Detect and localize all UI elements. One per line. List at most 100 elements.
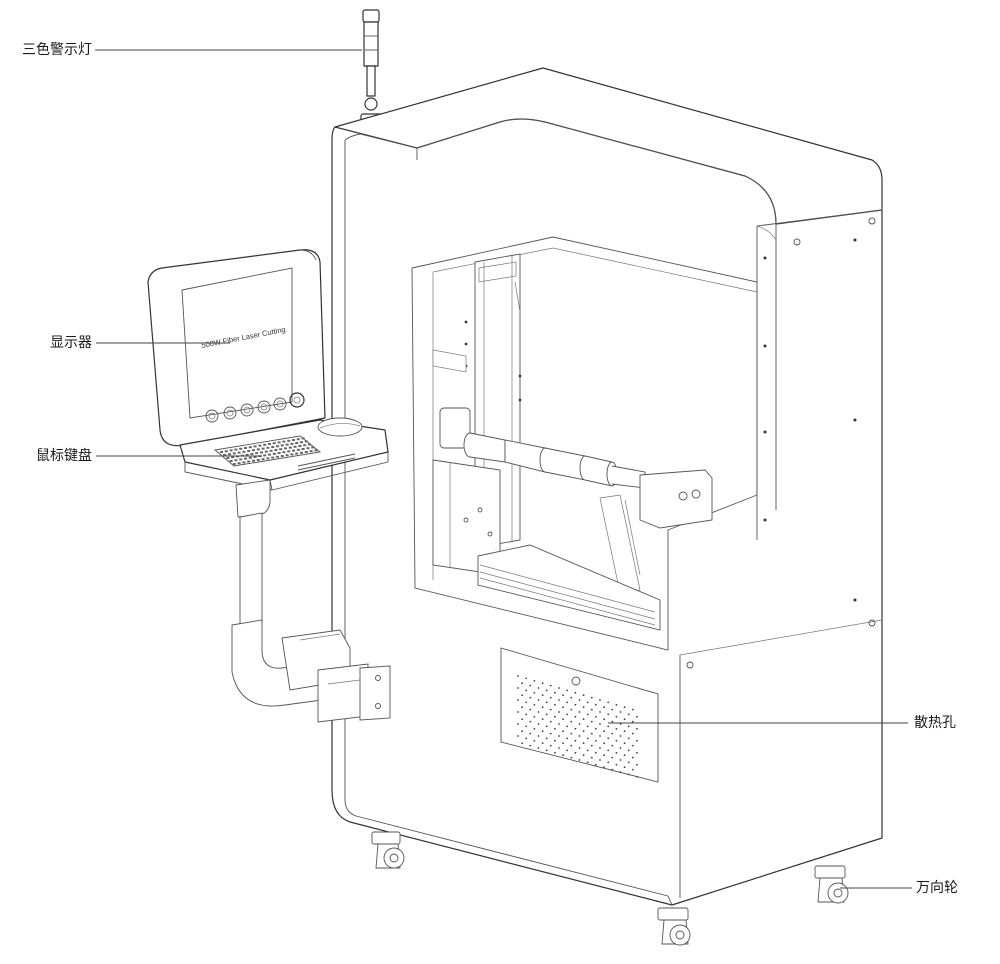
vent-hole [545, 701, 548, 704]
vent-hole [615, 727, 618, 730]
leader-lines [95, 49, 912, 889]
vent-hole [554, 751, 556, 754]
keyboard-key [285, 443, 289, 446]
caster-wheels [371, 831, 849, 946]
vent-hole [541, 706, 544, 709]
vent-hole [537, 747, 540, 749]
vent-hole [623, 766, 626, 769]
vent-hole [611, 708, 614, 711]
vent-hole [619, 735, 622, 737]
keyboard-key [239, 447, 243, 450]
keyboard-key [290, 453, 294, 456]
keyboard-key [248, 446, 252, 449]
keyboard-key [287, 450, 291, 453]
vent-hole [521, 682, 523, 685]
vent-hole [562, 754, 564, 757]
keyboard-key [280, 455, 284, 457]
vent-hole [582, 718, 585, 721]
vent-hole [570, 744, 573, 747]
vent-hole [636, 715, 638, 718]
vent-hole [631, 756, 634, 759]
vent-hole [599, 759, 601, 761]
vent-hole [554, 739, 556, 742]
vent-hole [631, 708, 634, 711]
keyboard-key [228, 453, 231, 456]
vent-hole [554, 715, 556, 718]
keyboard-key [253, 456, 257, 458]
keyboard-key [271, 456, 275, 459]
vent-hole [619, 711, 622, 713]
vent-hole [525, 713, 528, 716]
vent-hole [611, 744, 614, 747]
vent-hole [603, 718, 605, 721]
keyboard-key [296, 448, 300, 451]
keyboard-key [277, 452, 281, 454]
vent-hole [619, 723, 622, 725]
vent-hole [611, 756, 614, 759]
vent-hole [570, 720, 573, 723]
vent-hole [631, 720, 634, 723]
vent-hole [533, 679, 536, 682]
vent-hole [578, 747, 581, 749]
keyboard-key [272, 442, 276, 445]
vent-hole [578, 711, 581, 713]
keyboard-key [300, 441, 303, 444]
vent-hole [558, 747, 560, 749]
keyboard-key [226, 457, 230, 459]
vent-hole [599, 735, 601, 737]
keyboard-key [311, 446, 315, 449]
vent-hole [615, 739, 618, 742]
vent-hole [533, 691, 536, 694]
vent-hole [631, 744, 634, 747]
vent-hole [615, 715, 618, 718]
vent-hole [631, 768, 634, 771]
keyboard-key [242, 450, 246, 453]
keyboard-key [231, 456, 235, 459]
vent-hole [566, 701, 569, 704]
keyboard-key [247, 450, 251, 452]
vent-hole [574, 739, 577, 742]
vent-hole [595, 715, 597, 718]
keyboard-key [276, 445, 279, 448]
keyboard-key [290, 442, 294, 445]
keyboard-key [271, 446, 275, 448]
vent-hole [636, 739, 638, 742]
vent-hole [545, 713, 548, 716]
vent-hole [545, 689, 548, 692]
vent-hole [607, 749, 610, 752]
vent-hole [537, 687, 540, 689]
vent-hole [549, 744, 552, 747]
vent-hole [582, 754, 585, 757]
vent-hole [582, 694, 585, 697]
keyboard-key [244, 447, 247, 449]
vent-hole [574, 715, 577, 718]
keyboard-key [284, 447, 287, 450]
vent-hole [529, 720, 532, 723]
vent-hole [615, 763, 618, 766]
vent-hole [590, 744, 593, 747]
vent-hole [541, 730, 544, 733]
vent-holes [517, 675, 638, 778]
keyboard-key [309, 450, 313, 453]
keyboard-key [282, 451, 286, 454]
vent-hole [586, 713, 589, 716]
vent-hole [558, 687, 560, 689]
vent-hole [525, 677, 528, 680]
vent-hole [521, 694, 523, 697]
vent-hole [529, 684, 532, 687]
vent-hole [611, 732, 614, 735]
vent-hole [541, 742, 544, 745]
vent-hole [541, 718, 544, 721]
keyboard-key [232, 463, 236, 465]
vent-hole [636, 763, 638, 766]
vent-hole [574, 691, 577, 694]
vent-hole [558, 699, 560, 701]
vent-hole [570, 756, 573, 759]
vent-hole [636, 775, 638, 778]
keyboard-key [229, 449, 233, 452]
vent-hole [595, 703, 597, 706]
vent-hole [529, 708, 532, 711]
vent-hole [566, 713, 569, 716]
keyboard-key [232, 452, 236, 455]
